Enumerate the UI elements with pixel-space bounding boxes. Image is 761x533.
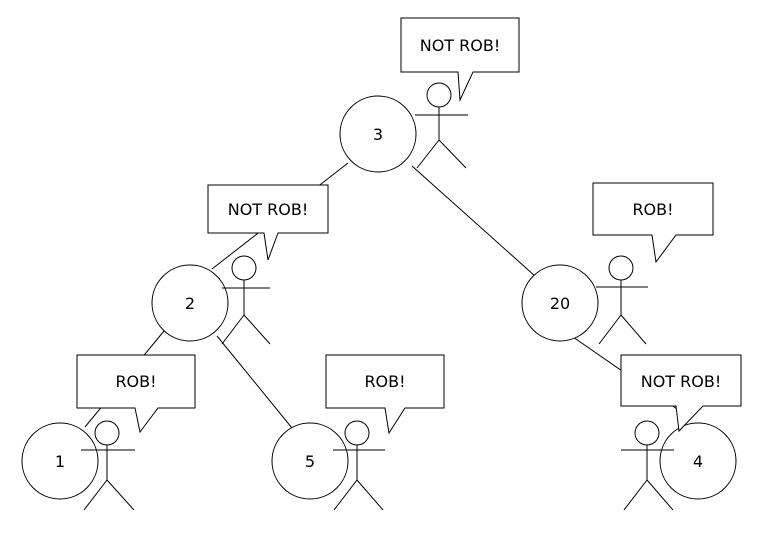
- node-label: 3: [373, 125, 383, 144]
- node-3: 3: [339, 95, 417, 173]
- stick-figure-icon: [221, 255, 271, 345]
- speech-bubble: NOT ROB!: [207, 184, 329, 261]
- stick-figure-icon: [333, 420, 385, 511]
- node-5: 5: [271, 422, 349, 500]
- node-20: 20: [521, 264, 599, 342]
- speech-bubble: NOT ROB!: [400, 17, 520, 102]
- stick-figure-icon: [81, 420, 135, 511]
- stick-figure-icon: [596, 255, 648, 345]
- speech-bubble: ROB!: [325, 354, 445, 435]
- node-4: 4: [659, 422, 737, 500]
- speech-text: NOT ROB!: [420, 36, 501, 55]
- node-label: 5: [305, 452, 315, 471]
- speech-text: ROB!: [115, 372, 156, 391]
- speech-text: NOT ROB!: [641, 372, 722, 391]
- robbers: [81, 82, 674, 511]
- nodes: 3 2 20 1 5 4: [21, 95, 737, 500]
- speech-text: ROB!: [632, 200, 673, 219]
- speech-text: ROB!: [364, 372, 405, 391]
- node-label: 20: [550, 294, 570, 313]
- speech-bubbles: NOT ROB! NOT ROB! ROB! ROB! ROB! NOT ROB…: [76, 17, 742, 435]
- node-2: 2: [151, 264, 229, 342]
- stick-figure-icon: [415, 82, 468, 169]
- node-label: 2: [185, 294, 195, 313]
- speech-bubble: NOT ROB!: [620, 354, 742, 433]
- edge-2-5: [216, 335, 293, 429]
- node-label: 1: [55, 452, 65, 471]
- speech-bubble: ROB!: [76, 354, 196, 434]
- speech-bubble: ROB!: [592, 182, 714, 264]
- stick-figure-icon: [621, 420, 674, 511]
- edge-3-20: [411, 165, 536, 277]
- node-label: 4: [693, 452, 703, 471]
- node-1: 1: [21, 422, 99, 500]
- speech-text: NOT ROB!: [228, 200, 309, 219]
